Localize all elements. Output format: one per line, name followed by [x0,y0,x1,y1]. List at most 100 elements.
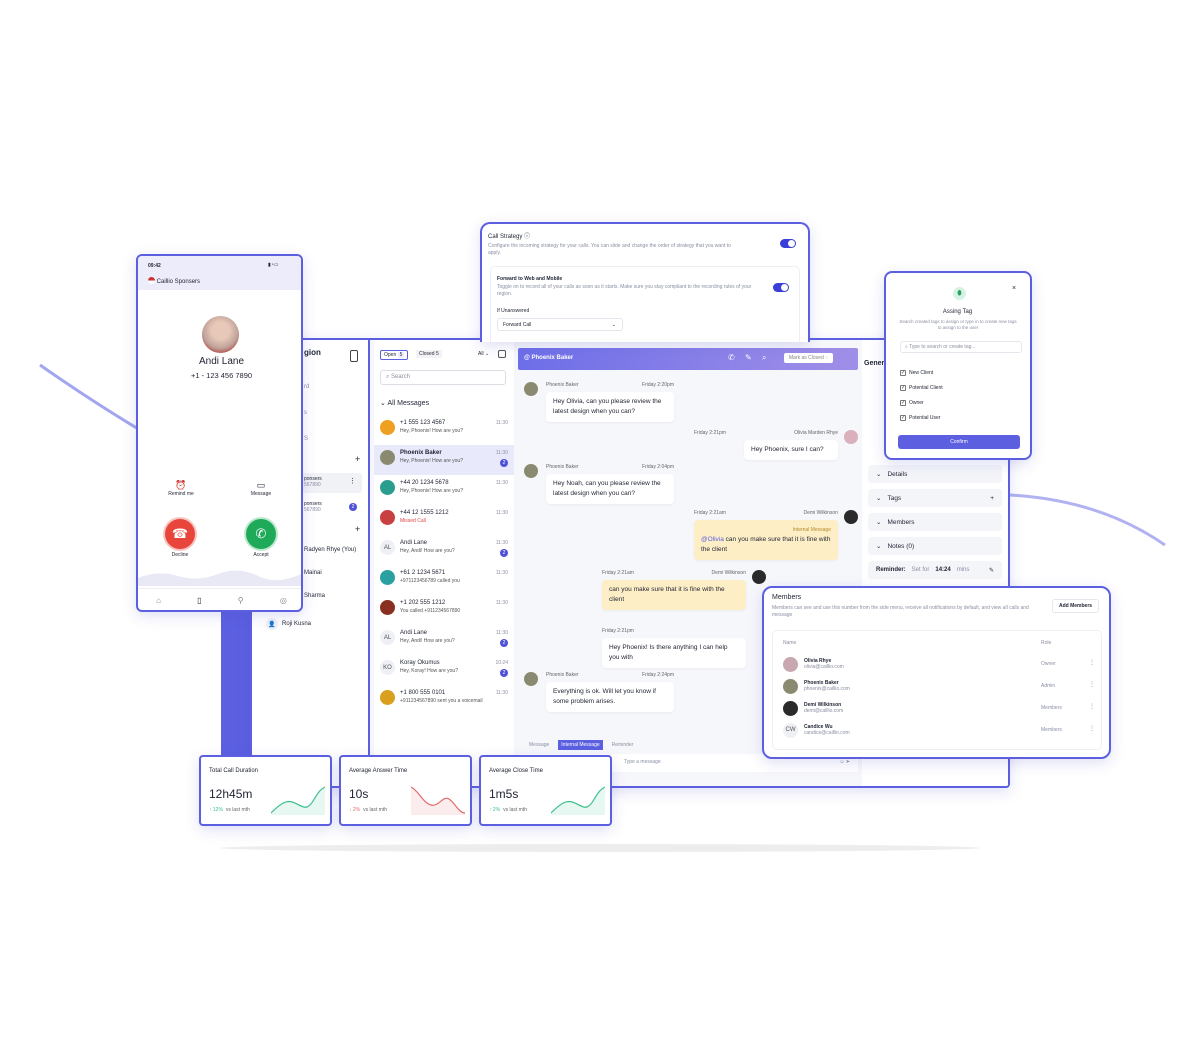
conversation-item[interactable]: +1 800 555 0101+911234567890 sent you a … [374,685,514,715]
phone-icon[interactable]: ▯ [197,596,202,605]
stat-change: ↓ 2%vs last mth [349,807,387,813]
tab-closed[interactable]: Closed 5 [416,350,442,358]
nav-user[interactable]: Mainai [304,570,322,576]
call-icon[interactable]: ✆ [728,353,735,362]
mark-closed-button[interactable]: Mark as Closed ◌ [784,353,834,363]
section-details[interactable]: ⌄ Details [868,465,1002,483]
more-icon[interactable]: ⋮ [1089,726,1095,732]
unread-badge: 2 [500,549,508,557]
unread-badge: 2 [500,639,508,647]
sparkline-line [551,786,605,814]
remind-me-button[interactable]: ⏰Remind me [163,480,199,497]
nav-user[interactable]: Sharma [304,593,326,599]
tag-option[interactable]: ✓New Client [900,365,943,380]
message-sender: Phoenix Baker [546,464,579,470]
phone-header: 09:42 ▮◔▭ Caillio Sponsers [138,256,301,290]
tag-search-input[interactable]: ⌕ Type to search or create tag... [900,341,1022,353]
pin-icon[interactable]: ✎ [745,353,752,362]
nav-item[interactable]: s [304,410,307,416]
tab-message[interactable]: Message [529,742,550,748]
nav-user[interactable]: Radyen Rhye (You) [304,547,357,553]
send-icon[interactable]: ☺ ➤ [839,759,850,765]
stat-value: 12h45m [209,787,253,801]
chat-header: @ Phoenix Baker ✆ ✎ ⌕ Mark as Closed ◌ [518,348,858,370]
confirm-button[interactable]: Confirm [898,435,1020,449]
phone-tabbar: ⌂ ▯ ⚲ ◎ [138,588,301,610]
add-tag-icon[interactable]: + [990,494,994,502]
stat-title: Average Close Time [489,768,543,774]
nav-user[interactable]: Roji Kusna [282,621,312,627]
new-message-icon[interactable] [498,350,506,358]
add-icon[interactable]: + [355,524,361,534]
search-input[interactable]: ⌕ Search [380,370,506,385]
nav-item[interactable]: rd [304,384,310,390]
message-button[interactable]: ▭Message [243,480,279,497]
section-tags[interactable]: ⌄ Tags+ [868,489,1002,507]
tag-option[interactable]: ✓Owner [900,395,943,410]
tab-reminder[interactable]: Reminder [611,742,634,748]
home-icon[interactable]: ⌂ [156,596,161,605]
message-icon: ▭ [256,480,266,490]
forward-toggle[interactable] [773,283,789,292]
more-icon[interactable]: ⋮ [349,478,356,485]
message-text: Hey Noah, can you please review the late… [553,480,661,497]
call-strategy-toggle[interactable] [780,239,796,248]
tag-option[interactable]: ✓Potential User [900,410,943,425]
add-icon[interactable]: + [355,454,361,464]
mention[interactable]: @Olivia [701,536,724,543]
section-members[interactable]: ⌄ Members [868,513,1002,531]
decline-button[interactable]: ☎ [165,519,195,549]
stat-title: Total Call Duration [209,768,259,774]
edit-icon[interactable]: ✎ [988,567,994,574]
accept-button[interactable]: ✆ [246,519,276,549]
avatar [380,570,395,585]
tab-open[interactable]: Open 5 [380,350,409,360]
close-icon[interactable]: × [1012,285,1017,292]
checkbox-checked-icon[interactable]: ✓ [900,399,906,406]
avatar [380,690,395,705]
add-members-button[interactable]: Add Members [1052,599,1100,613]
call-strategy-description: Configure the incoming strategy for your… [488,243,731,256]
avatar [844,510,858,524]
conversation-body: +1 800 555 0101+911234567890 sent you a … [400,690,491,704]
checkbox-checked-icon[interactable]: ✓ [900,369,906,376]
nav-item[interactable]: S [304,436,309,442]
contacts-icon[interactable]: ⚲ [237,596,244,605]
settings-icon[interactable]: ◎ [279,596,287,605]
device-icon[interactable] [350,350,358,362]
more-icon[interactable]: ⋮ [1089,704,1095,710]
more-icon[interactable]: ⋮ [1089,660,1095,666]
member-email: phoenix@caillio.com [804,686,850,692]
decline-label: Decline [171,552,189,558]
tag-option[interactable]: ✓Potential Client [900,380,943,395]
section-header[interactable]: ⌄ All Messages [380,400,430,407]
checkbox-checked-icon[interactable]: ✓ [900,384,906,391]
filter-dropdown[interactable]: All ⌄ [478,351,490,357]
unanswered-select[interactable]: Forward Call⌄ [497,318,623,331]
checkbox-checked-icon[interactable]: ✓ [900,414,906,421]
tab-internal-message[interactable]: Internal Message [558,740,603,750]
search-icon[interactable]: ⌕ [762,353,767,362]
more-icon[interactable]: ⋮ [1089,682,1095,688]
avatar [524,672,538,686]
section-notes[interactable]: ⌄ Notes (0) [868,537,1002,555]
